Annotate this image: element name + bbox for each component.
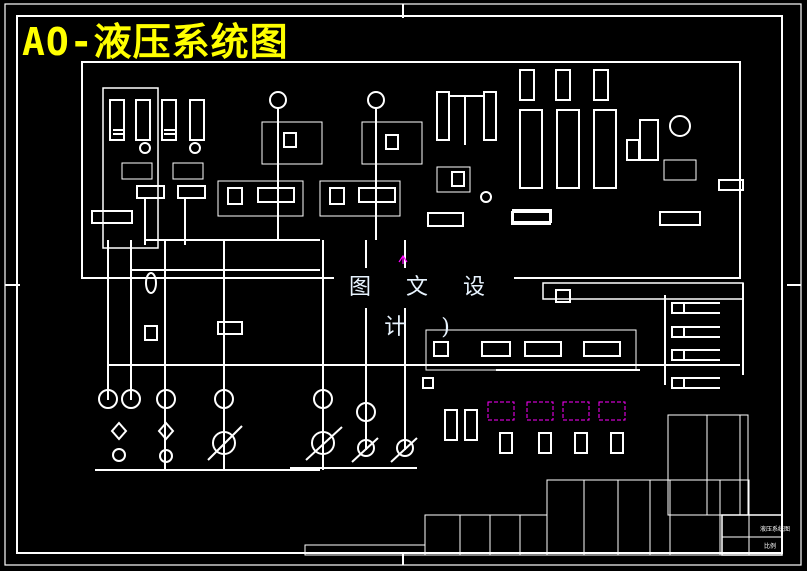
motor-valve-group <box>217 91 423 240</box>
right-vertical-cylinders <box>511 69 744 226</box>
lower-left-pumps <box>95 240 740 471</box>
center-arrow <box>398 254 408 264</box>
watermark-text: 图 文 设 计 ) <box>334 268 514 340</box>
title-block-drawing-name: 液压系统图 <box>760 526 791 533</box>
drawing-title: AO-液压系统图 <box>22 20 289 64</box>
lower-right-valves <box>425 282 744 454</box>
center-double-cylinder <box>427 91 552 227</box>
title-block-scale-label: 比例 <box>764 543 777 550</box>
left-cylinder-group <box>91 87 320 249</box>
title-block <box>304 414 783 556</box>
schematic-frame <box>81 61 741 279</box>
